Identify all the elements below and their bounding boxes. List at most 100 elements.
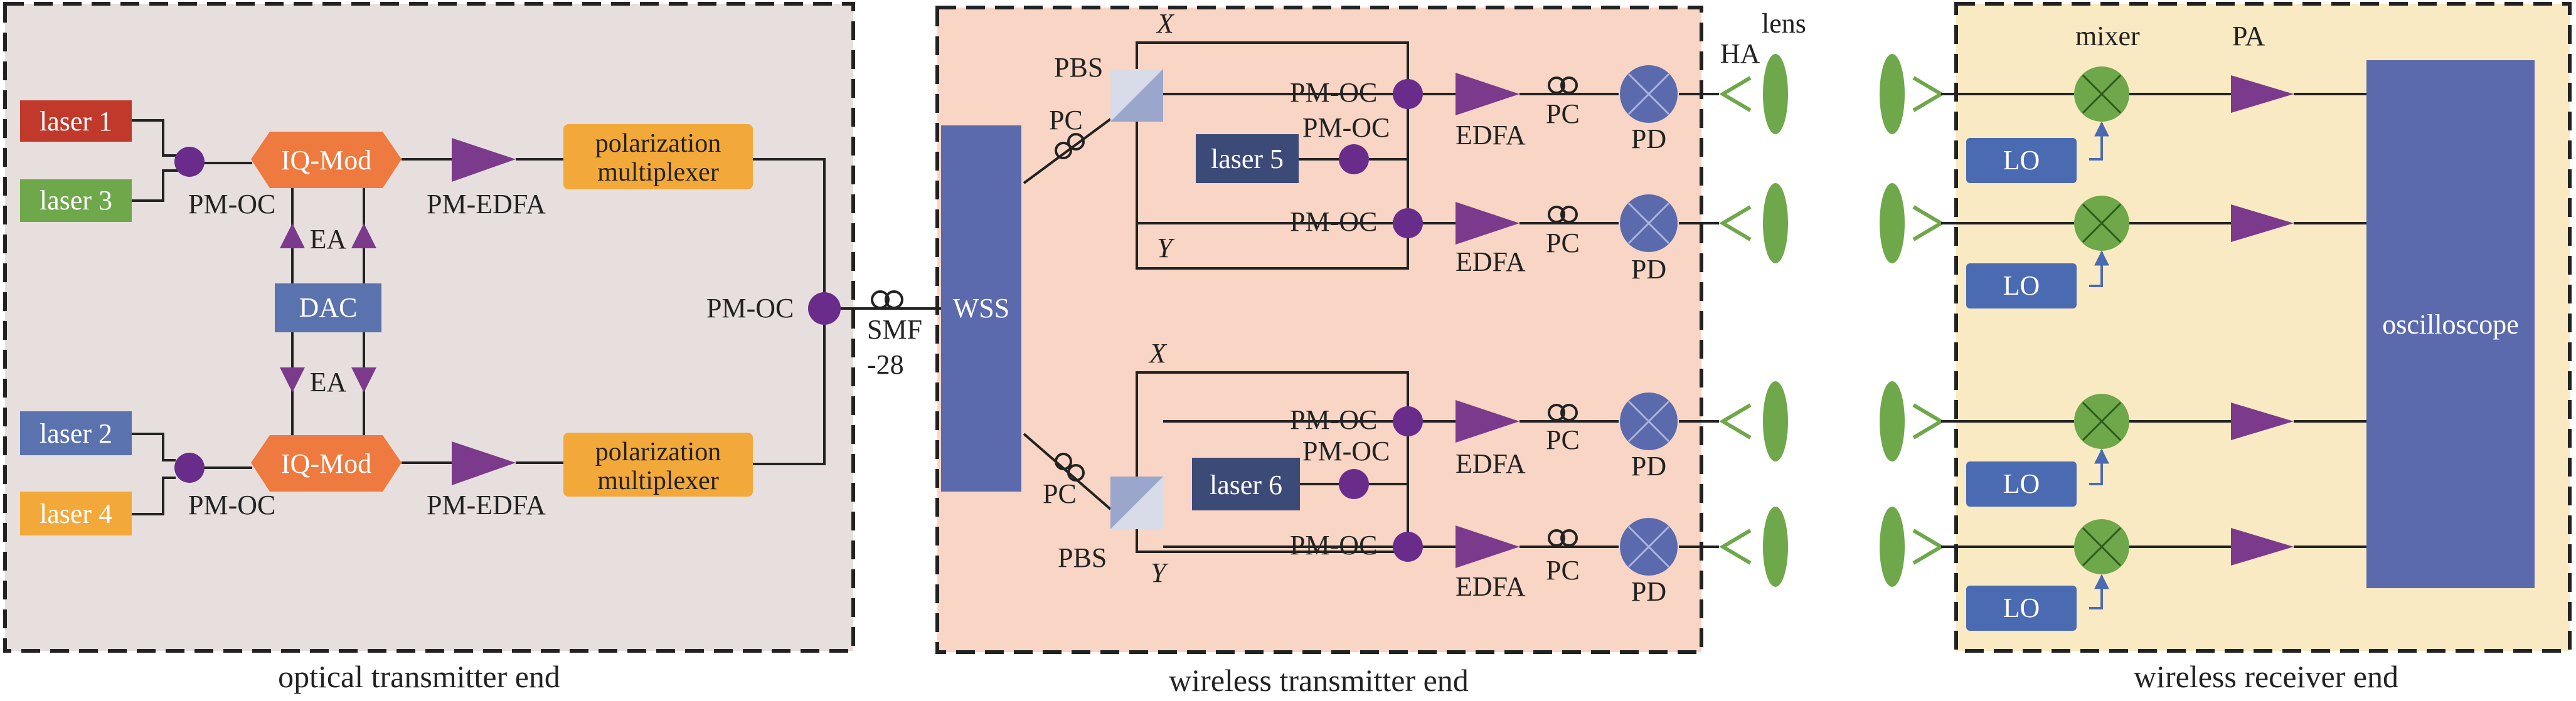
pm-oc-coupler-icon (1339, 144, 1369, 174)
lo-label: LO (2003, 468, 2040, 499)
lo-box (1966, 263, 2077, 308)
pm-oc-label: PM-OC (706, 293, 794, 324)
photodiode-icon (1620, 65, 1678, 123)
lo-connection (2089, 121, 2109, 609)
pa-amplifier-icon (2231, 528, 2294, 566)
lens-label: lens (1762, 8, 1806, 39)
mixer-icon (2074, 519, 2129, 574)
iq-modulator-icon (251, 435, 402, 492)
pm-oc-label: PM-OC (1290, 77, 1377, 108)
pm-oc-label: PM-OC (1290, 404, 1377, 435)
edfa-amplifier-icon (1456, 525, 1520, 568)
y-axis-label: Y (1151, 557, 1169, 588)
pc-label: PC (1546, 98, 1580, 129)
edfa-amplifier-icon (1456, 73, 1520, 115)
edfa-label: EDFA (1456, 448, 1526, 479)
tx-lens-icon (1763, 54, 1788, 587)
pm-edfa-amplifier-icon (452, 441, 516, 485)
laser-5-label: laser 5 (1211, 144, 1284, 174)
pm-oc-label: PM-OC (1302, 436, 1390, 466)
fiber-coil-icon (1055, 133, 1085, 159)
pm-oc-coupler-icon (1393, 532, 1423, 562)
wireless-tx-caption: wireless transmitter end (1169, 663, 1469, 698)
ea-amplifier-icon (280, 223, 305, 248)
lo-box (1966, 586, 2077, 631)
optical-tx-wiring (132, 119, 941, 515)
pc-label: PC (1546, 228, 1580, 258)
laser-6-box (1192, 458, 1300, 510)
rx-wiring (1941, 93, 2366, 548)
dac-label: DAC (299, 292, 358, 323)
lo-label: LO (2003, 145, 2040, 176)
ea-amplifier-icon (280, 367, 305, 393)
laser-5-box (1196, 134, 1299, 183)
ha-label: HA (1720, 38, 1760, 69)
lo-box (1966, 138, 2077, 183)
pc-label: PC (1049, 105, 1083, 135)
pd-label: PD (1631, 254, 1666, 285)
rx-horn-antennas (1912, 76, 1945, 565)
edfa-label: EDFA (1456, 246, 1526, 277)
pm-oc-label: PM-OC (1290, 206, 1377, 237)
pm-oc-coupler-icon (1393, 79, 1423, 109)
fiber-coil-icon (1055, 453, 1085, 482)
pm-edfa-label: PM-EDFA (427, 189, 546, 219)
pa-amplifier-icon (2231, 403, 2294, 440)
pm-oc-coupler-icon (1339, 469, 1369, 499)
photodiode-icon (1620, 518, 1678, 576)
x-axis-label: X (1156, 8, 1175, 39)
pm-edfa-amplifier-icon (452, 138, 516, 182)
pm-oc-label: PM-OC (188, 189, 275, 219)
mixer-icon (2074, 394, 2129, 449)
iq-mod-label: IQ-Mod (281, 448, 371, 479)
pm-oc-coupler-icon (1393, 406, 1423, 436)
laser-3-label: laser 3 (40, 185, 112, 216)
pbs-label: PBS (1054, 52, 1103, 83)
polmux-label-line2: multiplexer (597, 466, 719, 495)
tx-horn-antennas (1719, 76, 1752, 565)
polarization-multiplexer-box (563, 124, 753, 189)
mixer-icon (2074, 66, 2129, 122)
fiber-coil-icon (1548, 404, 1578, 547)
oscilloscope-box (2366, 60, 2535, 588)
wireless-rx-caption: wireless receiver end (2134, 659, 2398, 694)
smf-label-line2: -28 (867, 349, 904, 380)
mixer-icon (2074, 196, 2129, 251)
rx-lens-icon (1880, 54, 1905, 587)
polarization-multiplexer-box (563, 433, 753, 497)
pm-oc-label: PM-OC (1290, 530, 1377, 561)
pd-label: PD (1631, 451, 1666, 482)
oscilloscope-label: oscilloscope (2382, 309, 2519, 340)
pm-oc-label: PM-OC (1302, 112, 1390, 143)
optical-tx-caption: optical transmitter end (278, 659, 560, 694)
photodiode-icon (1620, 194, 1678, 252)
pm-oc-combiner-icon (808, 292, 841, 325)
mixer-label: mixer (2075, 21, 2140, 51)
edfa-label: EDFA (1456, 571, 1526, 602)
pc-label: PC (1546, 555, 1580, 586)
pa-amplifier-icon (2231, 204, 2294, 242)
pd-label: PD (1631, 576, 1666, 607)
pm-oc-coupler-icon (174, 453, 205, 483)
lo-label: LO (2003, 270, 2040, 301)
pm-edfa-label: PM-EDFA (427, 490, 546, 520)
smf-label-line1: SMF (867, 314, 922, 345)
iq-modulator-icon (251, 132, 402, 188)
pa-amplifier-icon (2231, 75, 2294, 113)
ea-amplifier-icon (351, 367, 376, 393)
polmux-label-line1: polarization (595, 438, 721, 466)
pc-label: PC (1546, 424, 1580, 455)
iq-mod-label: IQ-Mod (281, 145, 371, 176)
wtx-upper-wiring (1023, 41, 1719, 270)
laser-4-label: laser 4 (40, 498, 112, 529)
pm-oc-coupler-icon (1393, 208, 1423, 238)
ea-label: EA (310, 224, 347, 255)
y-axis-label: Y (1157, 233, 1175, 263)
fiber-coil-icon (871, 290, 903, 309)
laser-3-box (20, 179, 132, 222)
pc-label: PC (1043, 478, 1077, 509)
edfa-amplifier-icon (1456, 400, 1520, 443)
wss-label: WSS (953, 293, 1009, 324)
laser-4-box (20, 492, 132, 535)
